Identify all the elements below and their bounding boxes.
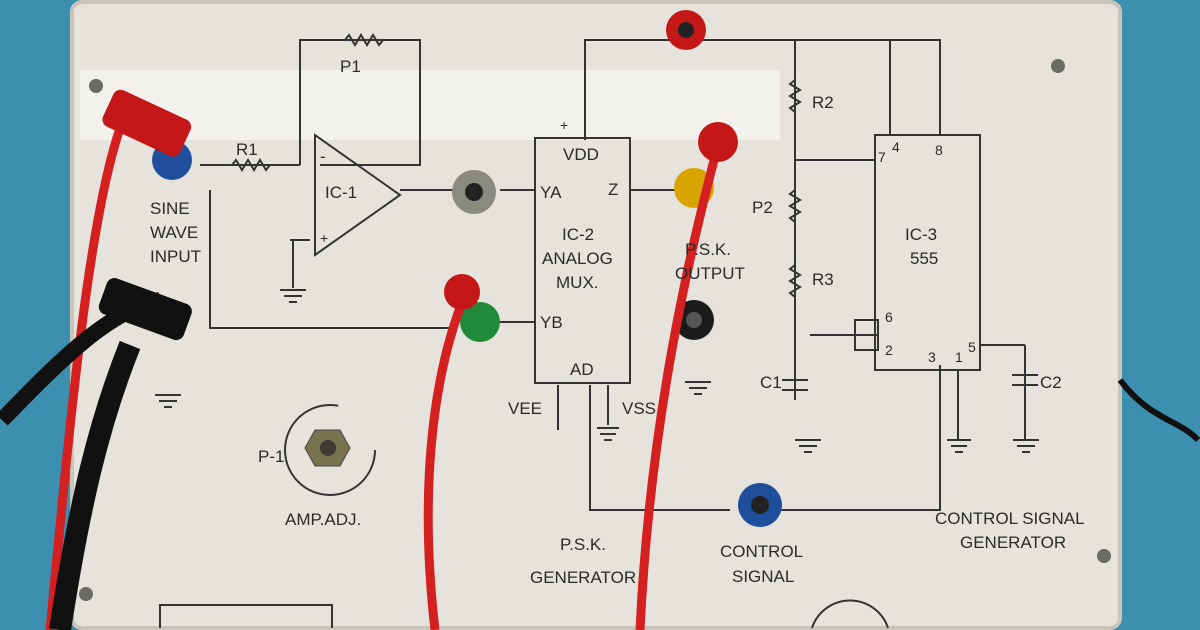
pin-2: 2 (885, 342, 893, 358)
plugs (98, 89, 738, 341)
lower-box (159, 604, 333, 628)
pin-3: 3 (928, 349, 936, 365)
pin-1: 1 (955, 349, 963, 365)
p2-resistor (788, 189, 802, 223)
label-psk-output-1: P.S.K. (685, 240, 731, 259)
label-r3: R3 (812, 270, 834, 289)
lower-dial (811, 599, 889, 629)
opamp-symbol (314, 133, 402, 257)
label-yb: YB (540, 313, 563, 332)
label-vss: VSS (622, 399, 656, 418)
label-c1: C1 (760, 373, 782, 392)
amp-adj-dial (284, 404, 376, 496)
label-ic1: IC-1 (325, 183, 357, 202)
label-control-gen-1: CONTROL SIGNAL (935, 509, 1085, 528)
label-psk-generator-1: P.S.K. (560, 535, 606, 554)
panel (70, 0, 1122, 630)
label-ad: AD (570, 360, 594, 379)
label-r2: R2 (812, 93, 834, 112)
label-p-1: P-1 (258, 447, 284, 466)
ic2-box (534, 137, 631, 384)
r1-resistor (231, 158, 271, 172)
label-r1: R1 (236, 140, 258, 159)
label-mux: MUX. (556, 273, 599, 292)
label-opamp-plus: + (320, 230, 328, 246)
circuit-traces (200, 39, 1026, 511)
label-ic3: IC-3 (905, 225, 937, 244)
label-vee: VEE (508, 399, 542, 418)
label-sine: SINE (150, 199, 190, 218)
ground-symbols (155, 289, 1039, 453)
label-control-2: SIGNAL (732, 567, 794, 586)
label-c2: C2 (1040, 373, 1062, 392)
pin-7: 7 (878, 149, 886, 165)
label-input: INPUT (150, 247, 201, 266)
label-p2: P2 (752, 198, 773, 217)
glare (80, 70, 780, 140)
socket-yb-green[interactable] (460, 302, 500, 342)
label-control-1: CONTROL (720, 542, 803, 561)
label-opamp-minus: - (320, 147, 326, 166)
knob-center (320, 440, 336, 456)
label-analog: ANALOG (542, 249, 613, 268)
socket-hole (751, 496, 769, 514)
label-vdd: VDD (563, 145, 599, 164)
socket-hole (686, 312, 702, 328)
r3-resistor (788, 264, 802, 298)
label-wave: WAVE (150, 223, 198, 242)
label-psk-generator-2: GENERATOR (530, 568, 636, 587)
label-control-gen-2: GENERATOR (960, 533, 1066, 552)
label-amp-adj: AMP.ADJ. (285, 510, 361, 529)
screws (79, 59, 1111, 601)
r2-resistor (788, 79, 802, 113)
ic3-box (874, 134, 981, 371)
p1-resistor (344, 33, 384, 47)
label-p1: P1 (340, 57, 361, 76)
socket-hole (465, 183, 483, 201)
pin-4: 4 (892, 139, 900, 155)
socket-hole (678, 22, 694, 38)
label-mux-plus: + (560, 117, 568, 133)
sockets[interactable] (152, 10, 782, 527)
pin-8: 8 (935, 142, 943, 158)
pin-5: 5 (968, 339, 976, 355)
label-ic2: IC-2 (562, 225, 594, 244)
label-psk-output-2: OUTPUT (675, 264, 745, 283)
label-555: 555 (910, 249, 938, 268)
label-ya: YA (540, 183, 562, 202)
pin-6: 6 (885, 309, 893, 325)
label-z: Z (608, 180, 618, 199)
